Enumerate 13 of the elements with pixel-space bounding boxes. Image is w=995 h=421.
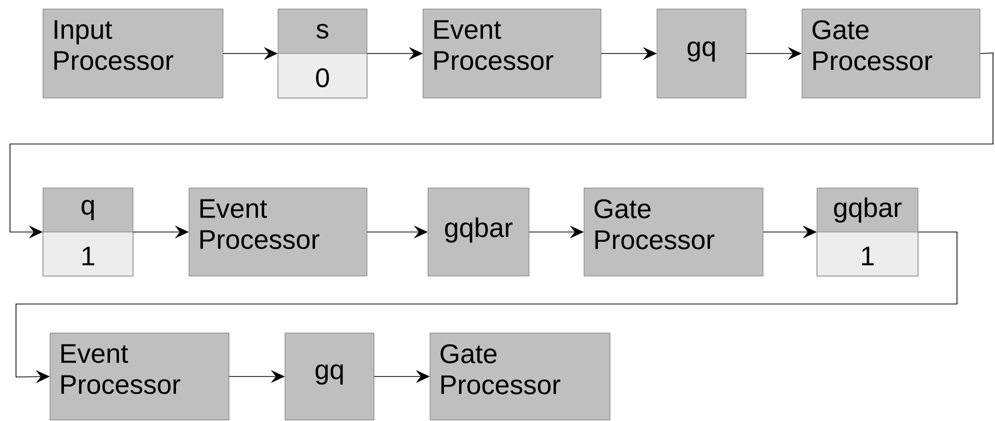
register-box: gqbar 1 bbox=[816, 188, 918, 276]
process-box: gq bbox=[284, 332, 374, 420]
process-box: Input Processor bbox=[42, 8, 224, 98]
register-box: s 0 bbox=[278, 8, 368, 98]
process-box: Gate Processor bbox=[802, 8, 980, 98]
process-box: gq bbox=[656, 8, 746, 98]
process-box: Gate Processor bbox=[584, 188, 764, 276]
process-box: Event Processor bbox=[422, 8, 602, 98]
process-box: Gate Processor bbox=[430, 332, 610, 420]
process-box: gqbar bbox=[428, 188, 530, 276]
register-box: q 1 bbox=[42, 188, 134, 276]
process-box: Event Processor bbox=[188, 188, 368, 276]
process-box: Event Processor bbox=[50, 332, 230, 420]
